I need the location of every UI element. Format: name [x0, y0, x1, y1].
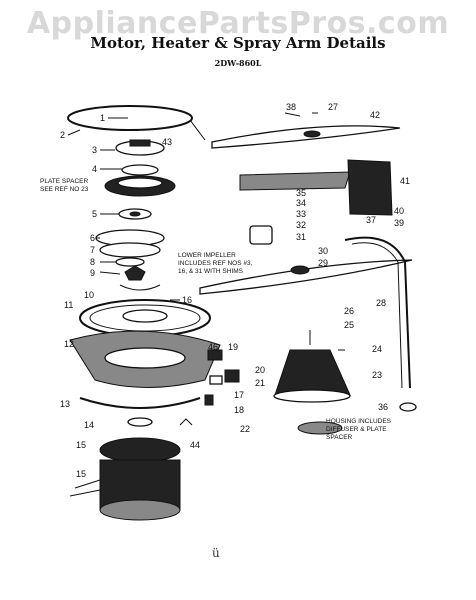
- callout-numbers: 1 2 3 4 5 6 7 8 9 10 11 12 13 14 15 15 1…: [60, 102, 410, 479]
- callout-1: 1: [100, 113, 105, 123]
- drain-guard: [79, 397, 201, 409]
- callout-26: 26: [344, 306, 354, 316]
- callout-18: 18: [234, 405, 244, 415]
- callout-9: 9: [90, 268, 95, 278]
- sump-housing: [69, 330, 221, 388]
- callout-19: 19: [228, 342, 238, 352]
- callout-13: 13: [60, 399, 70, 409]
- svg-text:SEE REF NO 23: SEE REF NO 23: [40, 186, 89, 193]
- callout-29: 29: [318, 258, 328, 268]
- housing-plate-spacer: [297, 421, 343, 435]
- callout-15a: 15: [76, 440, 86, 450]
- callout-16: 16: [182, 295, 192, 305]
- callout-20: 20: [255, 365, 265, 375]
- callout-22: 22: [240, 424, 250, 434]
- page-title: Motor, Heater & Spray Arm Details: [90, 34, 386, 52]
- callout-24: 24: [372, 344, 382, 354]
- callout-8: 8: [90, 257, 95, 267]
- svg-text:LOWER IMPELLER: LOWER IMPELLER: [178, 252, 236, 259]
- pump-base-ring: [79, 299, 211, 337]
- bottom-mark: ü: [212, 546, 220, 560]
- upper-impeller: [115, 139, 165, 156]
- center-nut: [249, 225, 273, 245]
- callout-25: 25: [344, 320, 354, 330]
- upper-spray-arm: [211, 125, 401, 149]
- watermark: AppliancePartsPros.com: [26, 6, 450, 41]
- svg-text:HOUSING INCLUDES: HOUSING INCLUDES: [326, 418, 392, 425]
- pump-cover: [104, 164, 176, 197]
- callout-30: 30: [318, 246, 328, 256]
- callout-32: 32: [296, 220, 306, 230]
- callout-36: 36: [378, 402, 388, 412]
- gasket-plates: [95, 229, 165, 267]
- callout-21: 21: [255, 378, 265, 388]
- lower-spray-arm: [199, 259, 413, 295]
- callout-12: 12: [64, 339, 74, 349]
- callout-33: 33: [296, 209, 306, 219]
- fill-tube: [344, 236, 411, 389]
- callout-5: 5: [92, 209, 97, 219]
- callout-28: 28: [376, 298, 386, 308]
- callout-11: 11: [64, 300, 73, 310]
- callout-23: 23: [372, 370, 382, 380]
- svg-text:SPACER: SPACER: [326, 434, 353, 441]
- svg-text:DIFFUSER & PLATE: DIFFUSER & PLATE: [326, 426, 387, 433]
- callout-38: 38: [286, 102, 296, 112]
- spray-tube-manifold: [239, 159, 393, 216]
- heater-element-ring: [67, 105, 206, 141]
- diffuser-housing: [273, 330, 351, 403]
- callout-7: 7: [90, 245, 95, 255]
- callout-31: 31: [296, 232, 306, 242]
- callout-3: 3: [92, 145, 97, 155]
- callout-4: 4: [92, 164, 97, 174]
- hose-fittings: [179, 349, 240, 426]
- callout-44: 44: [190, 440, 200, 450]
- callout-41: 41: [400, 176, 410, 186]
- svg-text:PLATE SPACER: PLATE SPACER: [40, 178, 88, 185]
- callout-15b: 15: [76, 469, 86, 479]
- float-cap: [399, 402, 417, 412]
- svg-text:16, & 31 WITH SHIMS: 16, & 31 WITH SHIMS: [178, 268, 244, 275]
- callout-6: 6: [90, 233, 95, 243]
- note-lower-impeller: LOWER IMPELLER INCLUDES REF NOS #3, 16, …: [178, 252, 253, 275]
- callout-35: 35: [296, 188, 306, 198]
- leader-lines: [67, 112, 345, 351]
- svg-text:INCLUDES REF NOS #3,: INCLUDES REF NOS #3,: [178, 260, 253, 267]
- callout-34: 34: [296, 198, 306, 208]
- callout-14: 14: [84, 420, 94, 430]
- callout-43: 43: [162, 137, 172, 147]
- callout-42: 42: [370, 110, 380, 120]
- callout-39: 39: [394, 218, 404, 228]
- motor-assembly: [69, 417, 181, 521]
- note-housing: HOUSING INCLUDES DIFFUSER & PLATE SPACER: [326, 418, 392, 441]
- note-plate-spacer: PLATE SPACER SEE REF NO 23: [40, 178, 89, 193]
- model-number: 2DW-860L: [214, 58, 262, 68]
- callout-40: 40: [394, 206, 404, 216]
- callout-37: 37: [366, 215, 376, 225]
- callout-2: 2: [60, 130, 65, 140]
- callout-17: 17: [234, 390, 244, 400]
- callout-27: 27: [328, 102, 338, 112]
- seal-washer: [118, 208, 152, 220]
- lower-impeller: [119, 265, 161, 291]
- callout-10: 10: [84, 290, 94, 300]
- callout-46: 46: [208, 342, 218, 352]
